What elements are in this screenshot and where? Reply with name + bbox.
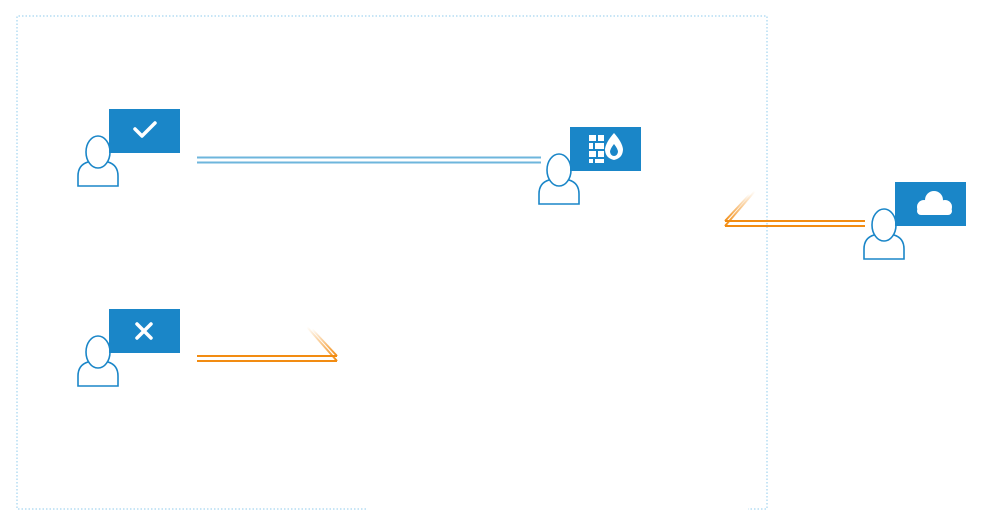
- allowed-user-node: [77, 109, 180, 187]
- cloud-icon: [917, 191, 952, 215]
- allowed-connection-line: [197, 156, 541, 164]
- network-boundary: [16, 15, 768, 510]
- blocked-user-node: [77, 309, 180, 387]
- blocked-connection-line: [197, 326, 338, 362]
- blocked-cloud-connection-line: [724, 190, 865, 227]
- person-icon: [77, 135, 119, 187]
- firewall-node: [538, 127, 641, 205]
- x-icon: [135, 322, 153, 340]
- cloud-node: [863, 182, 966, 260]
- badge: [109, 109, 180, 153]
- firewall-icon: [589, 133, 623, 163]
- person-icon: [77, 335, 119, 387]
- checkmark-icon: [133, 121, 157, 138]
